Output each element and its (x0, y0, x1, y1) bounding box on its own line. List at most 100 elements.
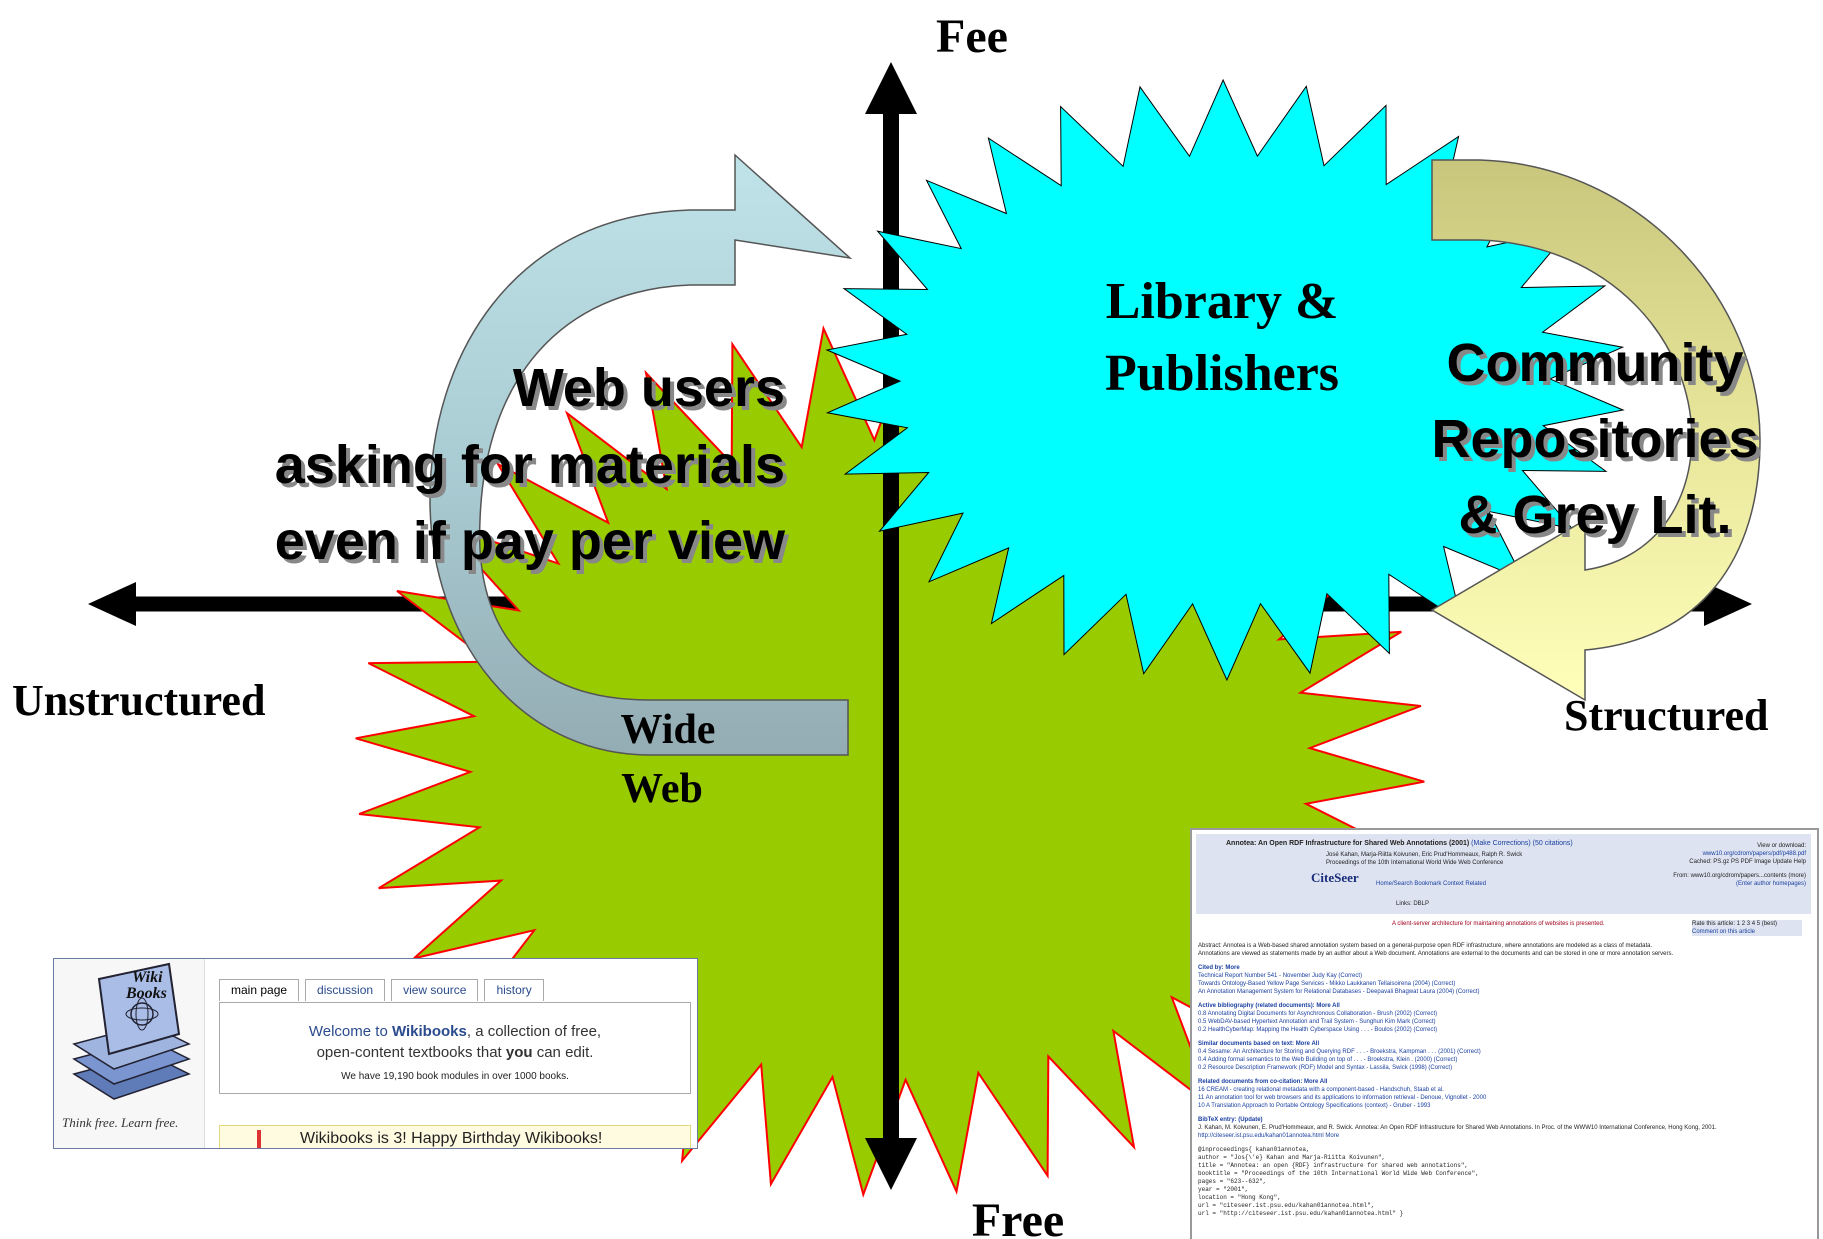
citeseer-links[interactable]: Links: DBLP (1396, 901, 1430, 907)
web-label-line1: Wide (621, 707, 716, 753)
comment-link[interactable]: Comment on this article (1692, 929, 1756, 935)
citeseer-rate: Rate this article: 1 2 3 4 5 (best) Comm… (1692, 920, 1802, 936)
bottom-arrowhead (865, 1138, 917, 1190)
welcome-line2-pre: open-content textbooks that (316, 1044, 506, 1061)
similar-item[interactable]: 0.2 Resource Description Framework (RDF)… (1198, 1065, 1453, 1071)
cocitation-head: Related documents from co-citation: More… (1198, 1079, 1328, 1085)
welcome-post: , a collection of free, (466, 1023, 602, 1040)
wikibooks-tabs: main page discussion view source history (219, 979, 544, 1001)
community-line3: & Grey Lit. (1458, 485, 1731, 545)
web-users-shadow-3: even if pay per view (279, 515, 790, 575)
citation-text: J. Kahan, M. Koivunen, E. Prud'Hommeaux,… (1198, 1125, 1717, 1131)
welcome-brand[interactable]: Wikibooks (391, 1023, 467, 1040)
citeseer-title-links[interactable]: (Make Corrections) (50 citations) (1471, 840, 1573, 847)
cited-item[interactable]: Towards Ontology-Based Yellow Page Servi… (1198, 981, 1456, 987)
welcome-line2-post: can edit. (532, 1044, 594, 1061)
abstract-2: Annotations are viewed as statements mad… (1198, 951, 1674, 957)
library-burst (825, 78, 1625, 682)
left-arrowhead (88, 582, 136, 626)
top-arrowhead (865, 62, 917, 114)
community-line1: Community (1447, 333, 1744, 393)
citeseer-authors: José Kahan, Marja-Riitta Koivunen, Eric … (1326, 852, 1523, 858)
bibtex-line: pages = "623--632", (1198, 1178, 1267, 1185)
tab-history[interactable]: history (484, 979, 544, 1001)
citeseer-header: Annotea: An Open RDF Infrastructure for … (1196, 834, 1811, 914)
wikibooks-birthday-banner: Wikibooks is 3! Happy Birthday Wikibooks… (219, 1125, 691, 1148)
wikibooks-welcome: Welcome to Wikibooks, a collection of fr… (220, 1021, 690, 1063)
wikibooks-logo: Wiki Books Think free. Learn free. (54, 959, 205, 1148)
cited-by-head: Cited by: More (1198, 965, 1240, 971)
cocitation-item[interactable]: 10 A Translation Approach to Portable On… (1198, 1103, 1431, 1109)
view-url[interactable]: www10.org/cdrom/papers/pdf/p488.pdf (1702, 851, 1806, 857)
citeseer-logo[interactable]: CiteSeer (1311, 870, 1359, 885)
web-users-line3: even if pay per view (275, 511, 786, 571)
web-users-line1: Web users (513, 358, 785, 418)
active-item[interactable]: 0.5 WebDAV-based Hypertext Annotation an… (1198, 1019, 1436, 1025)
bibtex-line: location = "Hong Kong", (1198, 1194, 1281, 1201)
bibtex-line: booktitle = "Proceedings of the 10th Int… (1198, 1170, 1479, 1177)
active-item[interactable]: 0.8 Annotating Digital Documents for Asy… (1198, 1011, 1438, 1017)
community-shadow-2: Repositories (1435, 413, 1762, 473)
cited-item[interactable]: Technical Report Number 541 - November J… (1198, 973, 1363, 979)
citeseer-body: Abstract: Annotea is a Web-based shared … (1198, 942, 1808, 1218)
abstract: Abstract: Annotea is a Web-based shared … (1198, 943, 1653, 949)
welcome-pre: Welcome to (308, 1023, 392, 1040)
wikibooks-slogan: Think free. Learn free. (62, 1115, 179, 1130)
tab-discussion[interactable]: discussion (305, 979, 386, 1001)
wikibooks-count: We have 19,190 book modules in over 1000… (341, 1071, 569, 1082)
view-download-label: View or download: (1757, 843, 1806, 849)
wikibooks-screenshot: Wiki Books Think free. Learn free. main … (53, 958, 698, 1149)
similar-item[interactable]: 0.4 Sesame: An Architecture for Storing … (1198, 1049, 1481, 1055)
web-users-label: Web users asking for materials even if p… (275, 358, 790, 575)
bibtex-line: url = "citeseer.ist.psu.edu/kahan01annot… (1198, 1202, 1375, 1209)
tab-view-source[interactable]: view source (391, 979, 479, 1001)
bibtex-line: title = "Annotea: an open {RDF} infrastr… (1198, 1162, 1469, 1169)
citeseer-title-text: Annotea: An Open RDF Infrastructure for … (1226, 840, 1470, 847)
tab-main-page[interactable]: main page (219, 979, 300, 1001)
bibtex-line: url = "http://citeseer.ist.psu.edu/kahan… (1198, 1210, 1404, 1217)
axis-label-top: Fee (936, 10, 1008, 63)
wikibooks-logo-word1: Wiki (132, 969, 163, 986)
community-line2: Repositories (1431, 409, 1758, 469)
web-users-shadow-1: Web users (517, 362, 789, 422)
cocitation-item[interactable]: 16 CREAM - creating relational metadata … (1198, 1087, 1444, 1093)
citeseer-nav[interactable]: Home/Search Bookmark Context Related (1376, 881, 1487, 887)
web-users-shadow-2: asking for materials (279, 439, 789, 499)
citeseer-screenshot: Annotea: An Open RDF Infrastructure for … (1190, 828, 1819, 1239)
book-stack-icon: Wiki Books (72, 962, 191, 1100)
similar-head: Similar documents based on text: More Al… (1198, 1041, 1320, 1047)
right-arrowhead (1704, 582, 1752, 626)
bibtex-line: @inproceedings{ kahan01annotea, (1198, 1146, 1310, 1153)
from-links[interactable]: From: www10.org/cdrom/papers...contents … (1673, 873, 1806, 879)
cited-item[interactable]: An Annotation Management System for Rela… (1198, 989, 1480, 995)
active-bib-head: Active bibliography (related documents):… (1198, 1003, 1340, 1009)
wikibooks-welcome-box: Welcome to Wikibooks, a collection of fr… (219, 1002, 691, 1094)
axis-label-right: Structured (1564, 691, 1769, 740)
cached-links[interactable]: Cached: PS.gz PS PDF Image Update Help (1689, 859, 1806, 865)
library-label-line2: Publishers (1105, 345, 1339, 402)
citation-url[interactable]: http://citeseer.ist.psu.edu/kahan01annot… (1198, 1133, 1340, 1139)
citeseer-title: Annotea: An Open RDF Infrastructure for … (1226, 840, 1573, 848)
birthday-text: Wikibooks is 3! Happy Birthday Wikibooks… (300, 1130, 603, 1147)
curved-arrow-right (1430, 159, 1761, 702)
bibtex-head: BibTeX entry: (Update) (1198, 1117, 1263, 1123)
active-item[interactable]: 0.2 HealthCyberMap: Mapping the Health C… (1198, 1027, 1438, 1033)
bibtex-line: author = "Jos{\'e} Kahan and Marja-Riitt… (1198, 1154, 1386, 1161)
axis-label-bottom: Free (972, 1194, 1064, 1239)
web-users-line2: asking for materials (275, 435, 785, 495)
bibtex-line: year = "2001", (1198, 1186, 1249, 1193)
rate-text[interactable]: Rate this article: 1 2 3 4 5 (best) (1692, 921, 1778, 927)
curved-arrow-left (429, 153, 853, 756)
welcome-you: you (505, 1044, 533, 1061)
community-label: Community Repositories & Grey Lit. Commu… (1431, 333, 1762, 549)
community-shadow-1: Community (1451, 337, 1748, 397)
wikibooks-logo-word2: Books (125, 985, 167, 1002)
similar-item[interactable]: 0.4 Adding formal semantics to the Web B… (1198, 1057, 1458, 1063)
cocitation-item[interactable]: 11 An annotation tool for web browsers a… (1198, 1095, 1487, 1101)
community-shadow-3: & Grey Lit. (1462, 489, 1735, 549)
candle-icon (257, 1130, 261, 1148)
enter-homepages[interactable]: (Enter author homepages) (1735, 881, 1806, 887)
citeseer-proceedings: Proceedings of the 10th International Wo… (1326, 860, 1504, 866)
citeseer-view-download: View or download: www10.org/cdrom/papers… (1626, 842, 1806, 888)
